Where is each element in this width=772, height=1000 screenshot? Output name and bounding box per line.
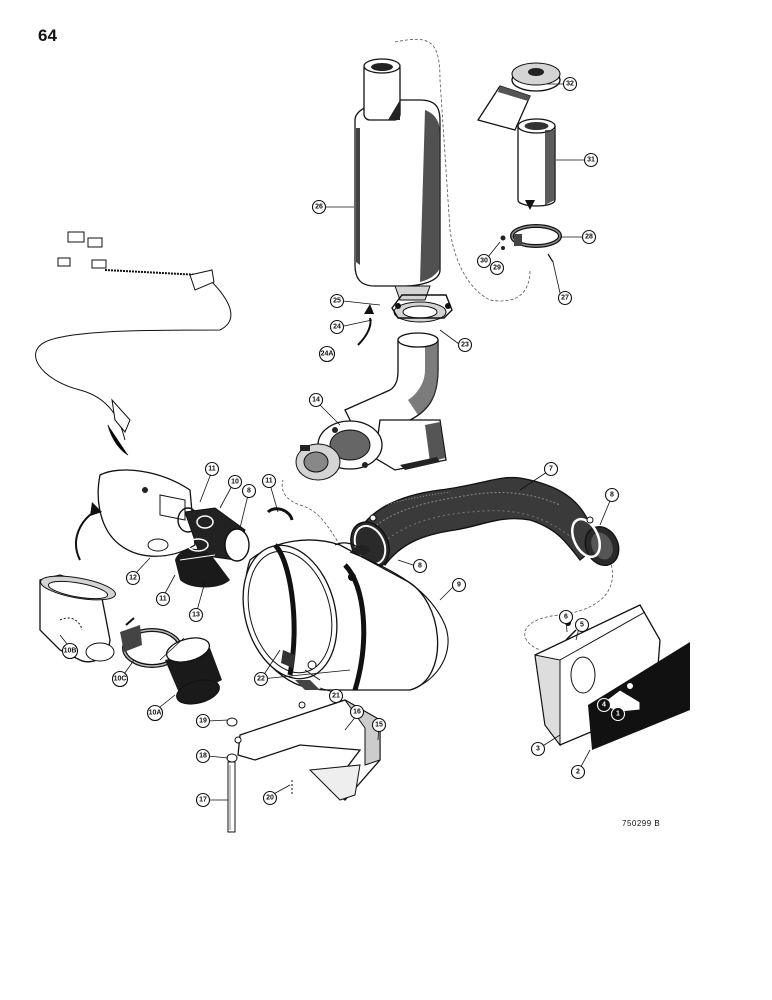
svg-text:2: 2	[576, 769, 580, 776]
callout-24a: 24A	[318, 345, 336, 363]
callout-8-left: 8	[241, 483, 257, 499]
callout-12: 12	[125, 570, 141, 586]
callout-3: 3	[530, 741, 546, 757]
svg-text:10: 10	[231, 479, 239, 486]
air-cleaner	[242, 539, 449, 691]
callout-19: 19	[195, 713, 211, 729]
callout-15: 15	[371, 717, 387, 733]
wiring-harness	[35, 231, 232, 456]
callout-21: 21	[328, 688, 344, 704]
svg-text:32: 32	[566, 81, 574, 88]
svg-text:18: 18	[199, 753, 207, 760]
callout-8-right: 8	[604, 487, 620, 503]
callout-11-top: 11	[204, 461, 220, 477]
callout-31: 31	[583, 152, 599, 168]
svg-text:22: 22	[257, 676, 265, 683]
svg-text:10B: 10B	[64, 648, 77, 655]
svg-text:5: 5	[580, 622, 584, 629]
callout-32: 32	[562, 76, 578, 92]
svg-text:14: 14	[312, 397, 320, 404]
svg-text:15: 15	[375, 722, 383, 729]
callout-1: 1	[610, 706, 626, 722]
svg-text:3: 3	[536, 746, 540, 753]
stack-pipe	[517, 118, 556, 210]
callout-5: 5	[574, 617, 590, 633]
exhaust-elbow	[344, 294, 453, 441]
precleaner-hoses	[175, 507, 294, 588]
svg-text:20: 20	[266, 795, 274, 802]
svg-text:27: 27	[561, 295, 569, 302]
tee-fitting	[39, 574, 116, 663]
callout-28: 28	[581, 229, 597, 245]
svg-text:26: 26	[315, 204, 323, 211]
svg-text:31: 31	[587, 157, 595, 164]
flexible-hose	[350, 476, 620, 569]
callout-11-low: 11	[155, 591, 171, 607]
rain-cap	[476, 62, 561, 131]
svg-text:10C: 10C	[114, 676, 127, 683]
svg-text:23: 23	[461, 342, 469, 349]
svg-text:10A: 10A	[149, 710, 162, 717]
svg-text:29: 29	[493, 265, 501, 272]
svg-text:19: 19	[199, 718, 207, 725]
direction-arrows	[75, 304, 374, 561]
svg-text:13: 13	[192, 612, 200, 619]
callout-30: 30	[476, 253, 492, 269]
callout-27: 27	[557, 290, 573, 306]
callout-13: 13	[188, 607, 204, 623]
page-number: 64	[38, 26, 57, 45]
callout-29: 29	[489, 260, 505, 276]
svg-text:6: 6	[564, 614, 568, 621]
svg-text:30: 30	[480, 258, 488, 265]
callout-2: 2	[570, 764, 586, 780]
svg-text:8: 8	[247, 488, 251, 495]
callout-17: 17	[195, 792, 211, 808]
svg-text:1: 1	[616, 711, 620, 718]
svg-text:17: 17	[199, 797, 207, 804]
bolt-stud	[226, 717, 293, 833]
callout-25: 25	[329, 293, 345, 309]
svg-text:25: 25	[333, 298, 341, 305]
mounting-bracket	[234, 660, 381, 801]
svg-text:11: 11	[265, 478, 273, 485]
callout-20: 20	[262, 790, 278, 806]
svg-text:8: 8	[418, 563, 422, 570]
callout-22: 22	[253, 671, 269, 687]
svg-text:16: 16	[353, 709, 361, 716]
callout-6: 6	[558, 609, 574, 625]
drawing-code: 750299 B	[622, 819, 661, 828]
callout-7: 7	[543, 461, 559, 477]
stack-clamp	[500, 224, 562, 263]
svg-text:12: 12	[129, 575, 137, 582]
callout-26: 26	[311, 199, 327, 215]
svg-text:21: 21	[332, 693, 340, 700]
callout-9: 9	[451, 577, 467, 593]
svg-text:9: 9	[457, 582, 461, 589]
svg-text:7: 7	[549, 466, 553, 473]
callout-10a: 10A	[146, 704, 164, 722]
svg-text:8: 8	[610, 492, 614, 499]
callout-24: 24	[329, 319, 345, 335]
callout-10b: 10B	[61, 642, 79, 660]
muffler	[354, 58, 441, 301]
turbocharger	[295, 419, 447, 481]
callout-10: 10	[227, 474, 243, 490]
callout-4: 4	[596, 697, 612, 713]
svg-text:11: 11	[208, 466, 216, 473]
callout-8-center: 8	[412, 558, 428, 574]
svg-text:24: 24	[333, 324, 341, 331]
svg-text:28: 28	[585, 234, 593, 241]
svg-text:4: 4	[602, 702, 606, 709]
callout-11-mid: 11	[261, 473, 277, 489]
callout-23: 23	[457, 337, 473, 353]
callout-14: 14	[308, 392, 324, 408]
svg-text:11: 11	[159, 596, 167, 603]
callout-10c: 10C	[111, 670, 129, 688]
callout-18: 18	[195, 748, 211, 764]
callout-16: 16	[349, 704, 365, 720]
svg-text:24A: 24A	[321, 351, 334, 358]
